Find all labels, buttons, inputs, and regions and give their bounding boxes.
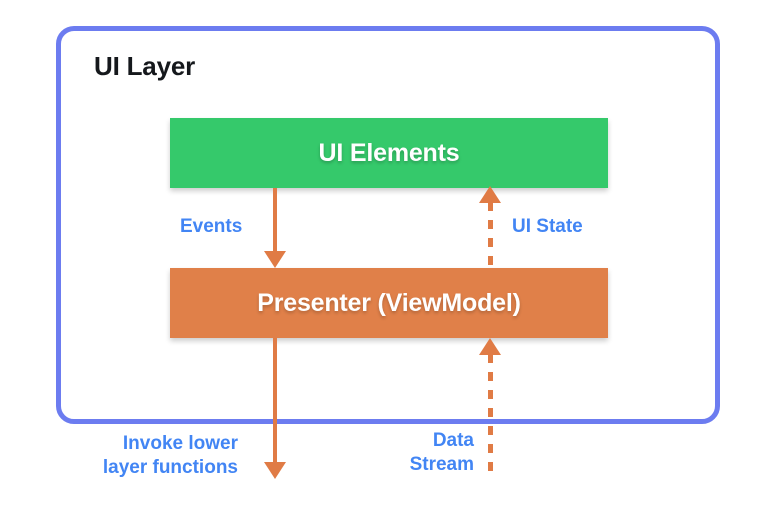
invoke-lower-layer-label: Invoke lower layer functions (102, 433, 238, 478)
block-ui-elements-label: UI Elements (318, 138, 460, 167)
invoke-lower-layer-connector-line (273, 338, 277, 464)
block-ui-elements: UI Elements (170, 118, 608, 188)
data-stream-arrowhead-icon (479, 338, 501, 355)
block-presenter-label: Presenter (ViewModel) (257, 288, 521, 317)
ui-state-label: UI State (512, 216, 583, 237)
ui-layer-title: UI Layer (94, 51, 196, 81)
events-connector-line (273, 188, 277, 252)
invoke-lower-layer-arrowhead-icon (264, 462, 286, 479)
events-label: Events (180, 216, 243, 237)
ui-state-connector-line (488, 202, 493, 268)
ui-state-arrowhead-icon (479, 186, 501, 203)
ui-layer-container (56, 26, 720, 424)
data-stream-label: Data Stream (409, 430, 474, 475)
events-arrowhead-icon (264, 251, 286, 268)
data-stream-connector-line (488, 354, 493, 480)
block-presenter: Presenter (ViewModel) (170, 268, 608, 338)
